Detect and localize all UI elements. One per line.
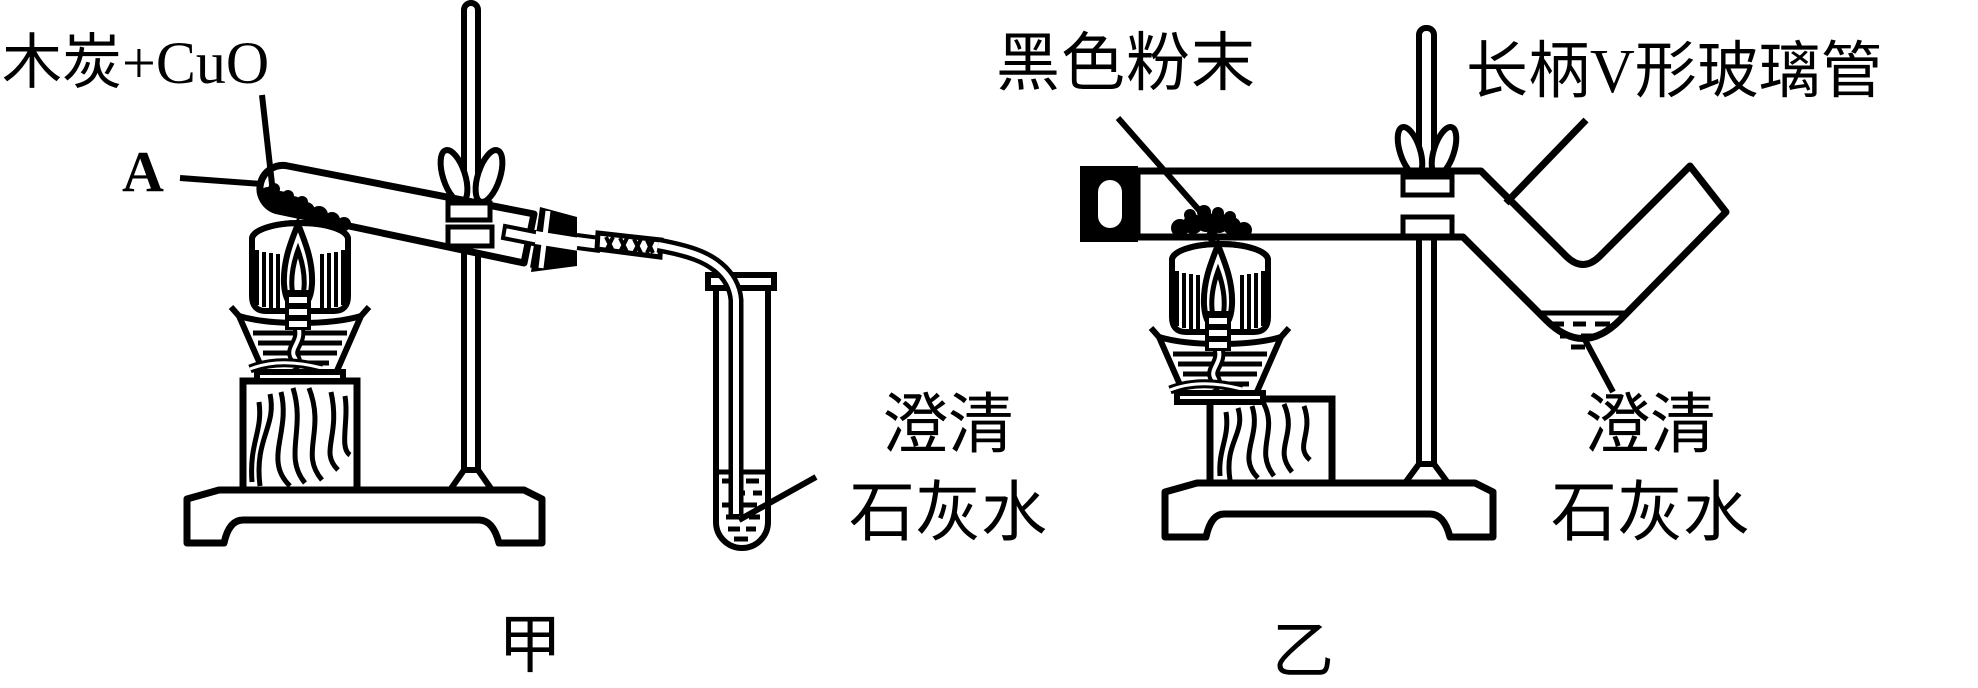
label-limewater-right: 澄清 石灰水 [1530, 382, 1770, 558]
delivery-tube [656, 237, 744, 516]
wood-block-right [1206, 395, 1336, 487]
clamp-jaws [445, 200, 495, 249]
caption-jia: 甲 [498, 610, 562, 681]
left-apparatus [179, 0, 818, 551]
label-v-tube: 长柄V形玻璃管 [1466, 38, 1883, 106]
leader-point-a [179, 175, 263, 187]
label-limewater-right-line2: 石灰水 [1551, 476, 1749, 550]
leader-limewater-right [1580, 334, 1616, 394]
rubber-stopper [531, 207, 580, 272]
iron-stand-rod-right [1402, 25, 1451, 486]
alcohol-lamp-right [1151, 244, 1289, 402]
leader-black-powder [1115, 116, 1202, 212]
iron-stand-base-right [1161, 479, 1497, 541]
label-black-powder: 黑色粉末 [996, 28, 1256, 99]
right-apparatus [1080, 25, 1730, 541]
wood-block [239, 377, 361, 494]
label-limewater-right-line1: 澄清 [1584, 389, 1716, 462]
label-limewater-left-line2: 石灰水 [849, 476, 1047, 550]
label-limewater-left: 澄清 石灰水 [828, 382, 1068, 558]
leader-limewater-left [737, 474, 818, 523]
rubber-tubing [576, 230, 664, 260]
tube-end-cap [1080, 166, 1138, 242]
iron-stand-base [183, 486, 546, 547]
label-reactants: 木炭+CuO [2, 30, 270, 96]
label-point-a: A [122, 139, 164, 204]
leader-v-tube [1503, 117, 1589, 206]
clamp-jaws-right [1400, 174, 1455, 239]
v-shaped-glass-tube [1133, 162, 1730, 342]
leader-reactants [259, 94, 276, 194]
label-limewater-left-line1: 澄清 [882, 389, 1014, 462]
caption-yi: 乙 [1272, 618, 1335, 686]
alcohol-lamp [228, 215, 372, 384]
black-powder [1171, 205, 1252, 242]
